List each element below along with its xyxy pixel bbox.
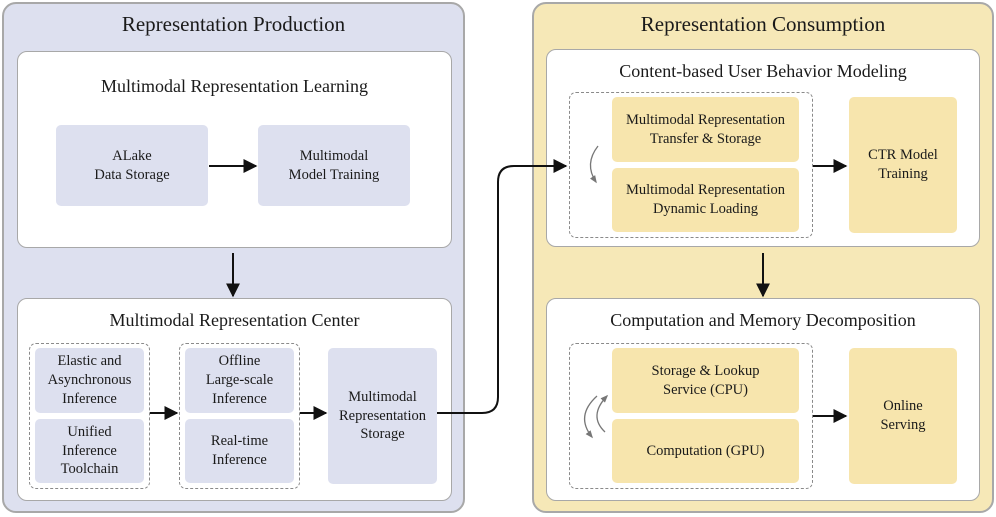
inference-mode-group [29,343,150,489]
offline-inference-box: Offline Large-scale Inference [185,348,294,413]
transfer-storage-box: Multimodal Representation Transfer & Sto… [612,97,799,162]
representation-storage-box: Multimodal Representation Storage [328,348,437,484]
arrow-storage-to-pipeline [437,159,568,414]
online-serving-box: Online Serving [849,348,957,484]
inference-type-group [179,343,300,489]
representation-learning-title: Multimodal Representation Learning [101,76,368,96]
production-title: Representation Production [121,12,346,36]
behavior-modeling-title: Content-based User Behavior Modeling [619,61,907,81]
model-training-box: Multimodal Model Training [258,125,410,206]
service-group [569,343,813,489]
unified-toolchain-box: Unified Inference Toolchain [35,419,144,483]
alake-data-storage-box: ALake Data Storage [56,125,208,206]
consumption-title: Representation Consumption [640,12,886,36]
cycle-arrow-upper [589,145,599,184]
lookup-service-box: Storage & Lookup Service (CPU) [612,348,799,413]
ctr-model-training-box: CTR Model Training [849,97,957,233]
cycle-arrow-lower-outer [584,395,598,439]
representation-pipeline-group [569,92,813,238]
realtime-inference-box: Real-time Inference [185,419,294,483]
representation-center-title: Multimodal Representation Center [109,310,360,330]
dynamic-loading-box: Multimodal Representation Dynamic Loadin… [612,168,799,232]
cycle-arrow-lower-inner [596,394,609,433]
elastic-inference-box: Elastic and Asynchronous Inference [35,348,144,413]
decomposition-title: Computation and Memory Decomposition [610,310,916,330]
computation-gpu-box: Computation (GPU) [612,419,799,483]
